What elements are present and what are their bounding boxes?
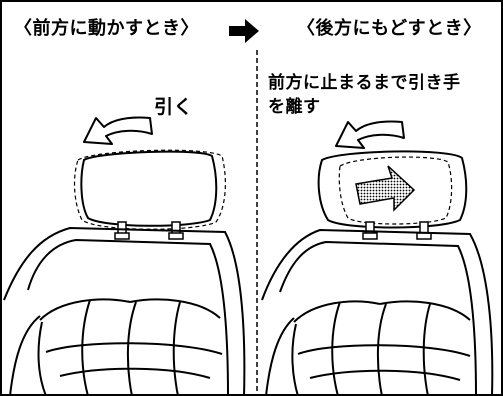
release-instruction-line1: 前方に止まるまで引き手 [268, 73, 461, 93]
seat-right [261, 228, 494, 396]
release-instruction-line2: を離す [268, 97, 321, 117]
headrest-left [73, 149, 226, 240]
seat-left [3, 226, 246, 396]
headrest-right [317, 150, 468, 240]
transition-arrow-icon [229, 19, 259, 43]
pull-arrow-right-icon [335, 120, 405, 149]
pull-label: 引く [154, 96, 194, 118]
left-panel-heading: 〈前方に動かすとき〉 [14, 18, 199, 39]
right-panel-heading: 〈後方にもどすとき〉 [297, 18, 482, 39]
pull-arrow-icon [83, 116, 153, 145]
push-back-arrow-icon [355, 165, 416, 212]
